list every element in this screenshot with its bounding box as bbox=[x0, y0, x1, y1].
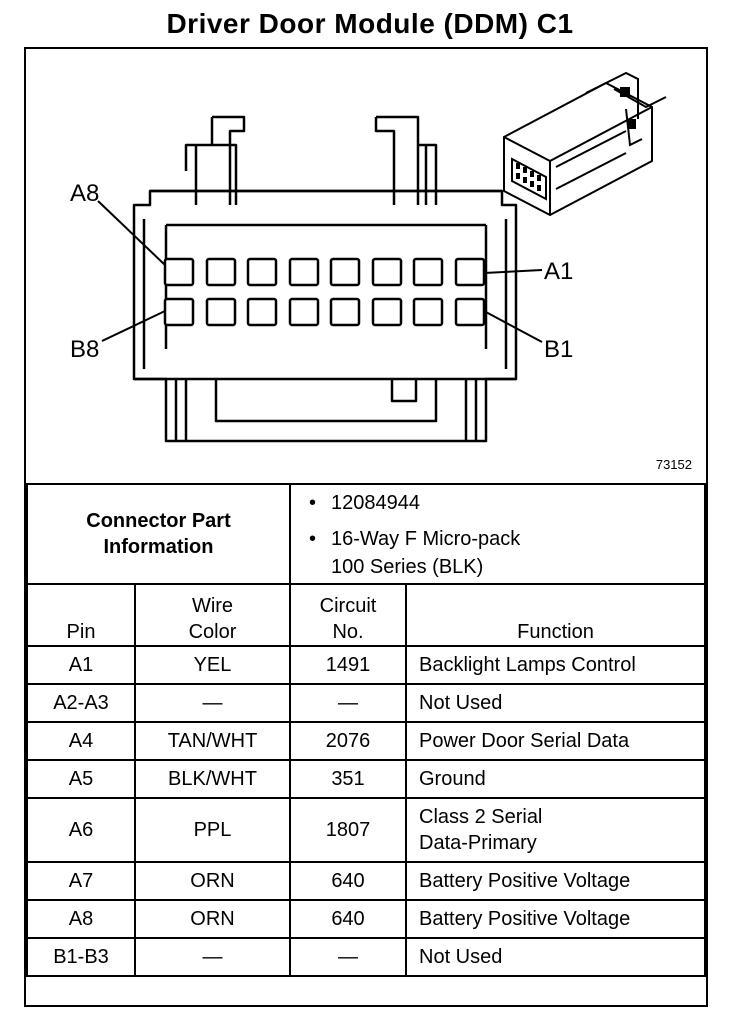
header-pin: Pin bbox=[26, 583, 136, 647]
function-line2: Data-Primary bbox=[419, 832, 537, 854]
pin-cell: B1-B3 bbox=[26, 937, 136, 977]
connector-info-label-line2: Information bbox=[103, 536, 214, 558]
wire-color-cell: BLK/WHT bbox=[134, 759, 291, 799]
connector-type: 16-Way F Micro-pack bbox=[309, 525, 704, 553]
wire-color-cell: PPL bbox=[134, 797, 291, 863]
table-row: A2-A3 — — Not Used bbox=[26, 683, 706, 723]
circuit-cell: 351 bbox=[289, 759, 407, 799]
connector-series: 100 Series (BLK) bbox=[331, 556, 484, 578]
function-line1: Class 2 Serial bbox=[419, 806, 543, 828]
label-b8: B8 bbox=[70, 336, 99, 363]
wire-color-cell: ORN bbox=[134, 899, 291, 939]
figure-code: 73152 bbox=[655, 457, 692, 472]
table-row: A8 ORN 640 Battery Positive Voltage bbox=[26, 899, 706, 939]
wire-color-cell: YEL bbox=[134, 645, 291, 685]
function-cell: Not Used bbox=[405, 683, 706, 723]
function-cell: Not Used bbox=[405, 937, 706, 977]
circuit-cell: 1807 bbox=[289, 797, 407, 863]
table-row: A4 TAN/WHT 2076 Power Door Serial Data bbox=[26, 721, 706, 761]
pinout-table: Connector Part Information 12084944 16-W… bbox=[26, 483, 706, 977]
label-b1: B1 bbox=[544, 336, 573, 363]
connector-info-label-line1: Connector Part bbox=[86, 510, 231, 532]
function-cell: Battery Positive Voltage bbox=[405, 899, 706, 939]
wire-color-cell: — bbox=[134, 937, 291, 977]
wire-color-cell: TAN/WHT bbox=[134, 721, 291, 761]
part-number: 12084944 bbox=[309, 489, 704, 517]
cavity-row-a bbox=[163, 257, 486, 287]
function-cell: Battery Positive Voltage bbox=[405, 861, 706, 901]
pin-cell: A2-A3 bbox=[26, 683, 136, 723]
function-cell: Class 2 Serial Data-Primary bbox=[405, 797, 706, 863]
pin-cell: A4 bbox=[26, 721, 136, 761]
circuit-cell: 2076 bbox=[289, 721, 407, 761]
circuit-cell: — bbox=[289, 937, 407, 977]
circuit-cell: 640 bbox=[289, 861, 407, 901]
function-cell: Backlight Lamps Control bbox=[405, 645, 706, 685]
connector-info-list: 12084944 16-Way F Micro-pack 100 Series … bbox=[289, 483, 706, 585]
label-a8: A8 bbox=[70, 180, 99, 207]
label-a1: A1 bbox=[544, 258, 573, 285]
circuit-cell: — bbox=[289, 683, 407, 723]
pin-cell: A8 bbox=[26, 899, 136, 939]
wire-color-cell: ORN bbox=[134, 861, 291, 901]
pin-cell: A5 bbox=[26, 759, 136, 799]
cavity-row-b bbox=[163, 297, 486, 327]
pin-cell: A1 bbox=[26, 645, 136, 685]
connector-card: A8 A1 B8 B1 73152 Connector Part Informa… bbox=[24, 47, 708, 1007]
connector-face-drawing: A8 A1 B8 B1 bbox=[70, 71, 667, 443]
table-row: A6 PPL 1807 Class 2 Serial Data-Primary bbox=[26, 797, 706, 863]
header-function: Function bbox=[405, 583, 706, 647]
circuit-cell: 640 bbox=[289, 899, 407, 939]
function-cell: Power Door Serial Data bbox=[405, 721, 706, 761]
connector-iso-drawing bbox=[503, 71, 667, 217]
table-row: A7 ORN 640 Battery Positive Voltage bbox=[26, 861, 706, 901]
table-row: B1-B3 — — Not Used bbox=[26, 937, 706, 977]
wire-color-cell: — bbox=[134, 683, 291, 723]
connector-iso-pins bbox=[516, 87, 636, 191]
table-row: A1 YEL 1491 Backlight Lamps Control bbox=[26, 645, 706, 685]
page-title: Driver Door Module (DDM) C1 bbox=[166, 8, 574, 39]
table-row: A5 BLK/WHT 351 Ground bbox=[26, 759, 706, 799]
connector-diagram: A8 A1 B8 B1 73152 bbox=[26, 49, 706, 482]
circuit-cell: 1491 bbox=[289, 645, 407, 685]
pin-cell: A6 bbox=[26, 797, 136, 863]
connector-info-row: Connector Part Information 12084944 16-W… bbox=[26, 483, 706, 585]
pin-cell: A7 bbox=[26, 861, 136, 901]
function-cell: Ground bbox=[405, 759, 706, 799]
connector-info-label: Connector Part Information bbox=[26, 483, 291, 585]
